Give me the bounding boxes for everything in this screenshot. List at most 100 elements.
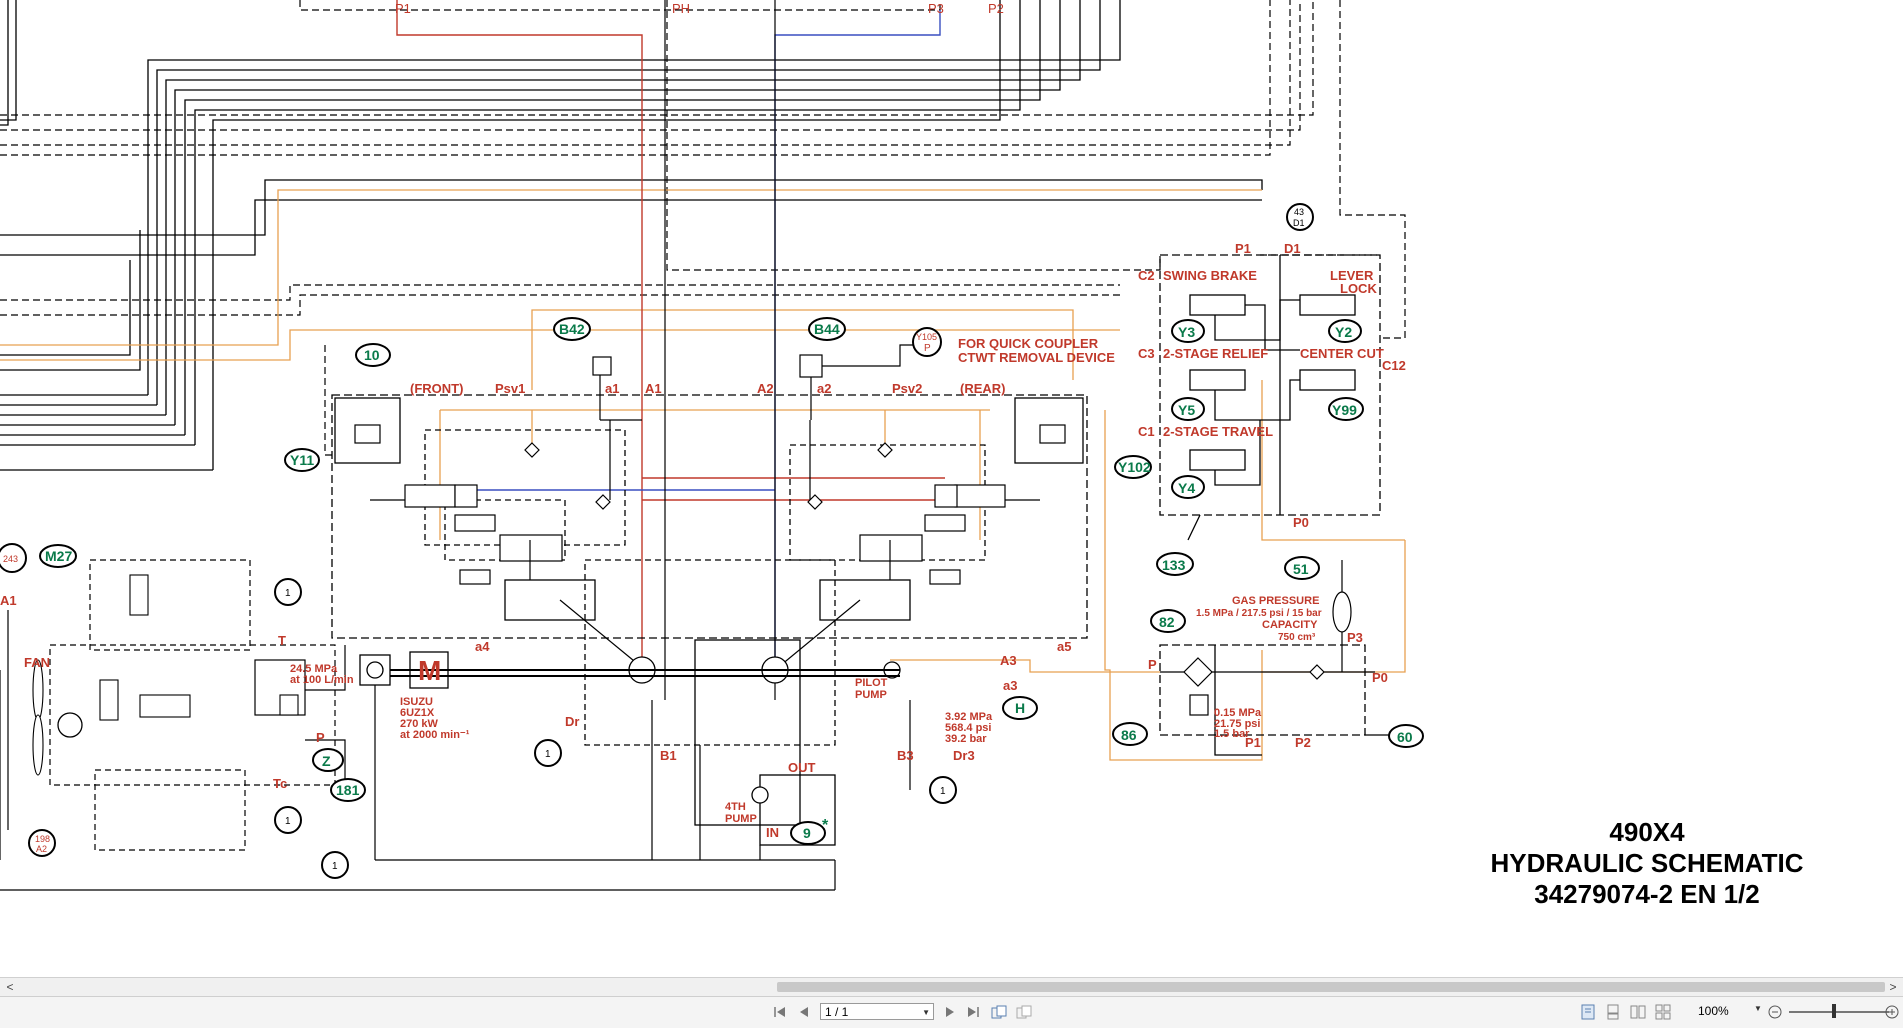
a5-label: a5 (1057, 639, 1071, 654)
engine-label-2: 6UZ1X (400, 707, 435, 719)
port-label: P1 (395, 1, 411, 16)
tag-y99: Y99 (1332, 402, 1357, 418)
port-c1-label: C1 (1138, 424, 1155, 439)
tag-43: 43 (1294, 207, 1304, 217)
port-c2-label: C2 (1138, 268, 1155, 283)
a2-label: A2 (757, 381, 774, 396)
tag-y3: Y3 (1178, 324, 1195, 340)
fourth-pump-label-1: 4TH (725, 801, 746, 813)
a1-small-label: a1 (605, 381, 619, 396)
two-stage-travel-label: 2-STAGE TRAVEL (1163, 424, 1273, 439)
tag-43-d1: D1 (1293, 218, 1305, 228)
filter-pressure-3: 1.5 bar (1214, 728, 1250, 740)
schematic-title-name: HYDRAULIC SCHEMATIC (1491, 848, 1804, 878)
lever-lock-label-1: LEVER (1330, 268, 1374, 283)
port-t-label: T (278, 633, 286, 648)
tag-10: 10 (364, 347, 380, 363)
port-p-fan-label: P (316, 730, 325, 745)
quick-coupler-label-1: FOR QUICK COUPLER (958, 336, 1099, 351)
port-p3-label: P3 (1347, 630, 1363, 645)
dr3-label: Dr3 (953, 748, 975, 763)
tag-one: 1 (285, 588, 291, 599)
b3-label: B3 (897, 748, 914, 763)
center-cut-label: CENTER CUT (1300, 346, 1384, 361)
fan-pressure-1: 24.5 MPa (290, 663, 338, 675)
in-label: IN (766, 825, 779, 840)
psv2-label: Psv2 (892, 381, 922, 396)
zoom-slider-thumb[interactable] (1832, 1004, 1836, 1018)
engine-motor-label: M (418, 655, 441, 686)
tag-y105-p: P (924, 343, 931, 354)
port-label: P3 (928, 1, 944, 16)
a3-upper-label: A3 (1000, 653, 1017, 668)
out-label: OUT (788, 760, 816, 775)
top-ports: P1 PH P3 P2 (395, 1, 1004, 16)
pilot-pump-label-1: PILOT (855, 677, 888, 689)
port-p1-filter-label: P1 (1245, 735, 1261, 750)
single-page-view-icon[interactable] (1580, 1004, 1596, 1020)
page-number-field[interactable]: 1 / 1 ▼ (820, 1003, 934, 1020)
zoom-in-icon[interactable] (1884, 1004, 1900, 1020)
tag-82: 82 (1159, 614, 1175, 630)
gas-capacity-label: CAPACITY (1262, 619, 1318, 631)
tag-133: 133 (1162, 557, 1186, 573)
two-page-continuous-view-icon[interactable] (1655, 1004, 1671, 1020)
zoom-out-icon[interactable] (1767, 1004, 1783, 1020)
schematic-title-model: 490X4 (1609, 817, 1685, 847)
tag-60: 60 (1397, 729, 1413, 745)
document-viewport[interactable]: M (0, 0, 1903, 975)
port-d1-label: D1 (1284, 241, 1301, 256)
dr-label: Dr (565, 714, 579, 729)
go-forward-view-icon[interactable] (1015, 1004, 1033, 1020)
zoom-level[interactable]: 100% (1698, 1004, 1729, 1018)
rear-label: (REAR) (960, 381, 1006, 396)
tag-b44: B44 (814, 321, 840, 337)
tag-star: * (822, 817, 829, 834)
filter-pressure-1: 0.15 MPa (1214, 707, 1262, 719)
continuous-view-icon[interactable] (1605, 1004, 1621, 1020)
next-page-icon[interactable] (942, 1004, 958, 1020)
a1-label: A1 (645, 381, 662, 396)
psv1-label: Psv1 (495, 381, 525, 396)
tag-one: 1 (332, 861, 338, 872)
last-page-icon[interactable] (965, 1004, 981, 1020)
engine-label-1: ISUZU (400, 696, 433, 708)
a3-lower-label: a3 (1003, 678, 1017, 693)
port-label: PH (672, 1, 690, 16)
fourth-pump-label-2: PUMP (725, 813, 757, 825)
zoom-dropdown-icon[interactable]: ▼ (1754, 1004, 1762, 1013)
port-c3-label: C3 (1138, 346, 1155, 361)
engine-label-4: at 2000 min⁻¹ (400, 729, 470, 741)
pilot-pressure-3: 39.2 bar (945, 733, 987, 745)
scroll-left-button[interactable]: < (6, 980, 14, 994)
previous-page-icon[interactable] (796, 1004, 812, 1020)
port-p0-label: P0 (1293, 515, 1309, 530)
page-number-value: 1 / 1 (825, 1005, 849, 1019)
scroll-thumb[interactable] (777, 982, 1885, 992)
scroll-track[interactable] (18, 982, 1885, 992)
filter-pressure-2: 21.75 psi (1214, 718, 1260, 730)
horizontal-scrollbar[interactable]: < > (0, 977, 1903, 996)
port-tc-label: Tc (273, 776, 287, 791)
fan-label: FAN (24, 655, 50, 670)
lever-lock-label-2: LOCK (1340, 281, 1377, 296)
port-label: P2 (988, 1, 1004, 16)
tag-243: 243 (3, 554, 18, 564)
port-p2-label: P2 (1295, 735, 1311, 750)
tag-y4: Y4 (1178, 480, 1195, 496)
port-p0-filter-label: P0 (1372, 670, 1388, 685)
chevron-down-icon[interactable]: ▼ (922, 1008, 930, 1017)
schematic-title-number: 34279074-2 EN 1/2 (1534, 879, 1760, 909)
gas-pressure-label: GAS PRESSURE (1232, 595, 1319, 607)
zoom-slider[interactable] (1789, 1011, 1889, 1013)
tag-y102: Y102 (1118, 459, 1151, 475)
swing-brake-label: SWING BRAKE (1163, 268, 1257, 283)
tag-y2: Y2 (1335, 324, 1352, 340)
first-page-icon[interactable] (772, 1004, 788, 1020)
two-page-view-icon[interactable] (1630, 1004, 1646, 1020)
a2-small-label: a2 (817, 381, 831, 396)
scroll-right-button[interactable]: > (1889, 980, 1897, 994)
tag-one: 1 (285, 816, 291, 827)
go-back-view-icon[interactable] (990, 1004, 1008, 1020)
pilot-pressure-1: 3.92 MPa (945, 711, 993, 723)
